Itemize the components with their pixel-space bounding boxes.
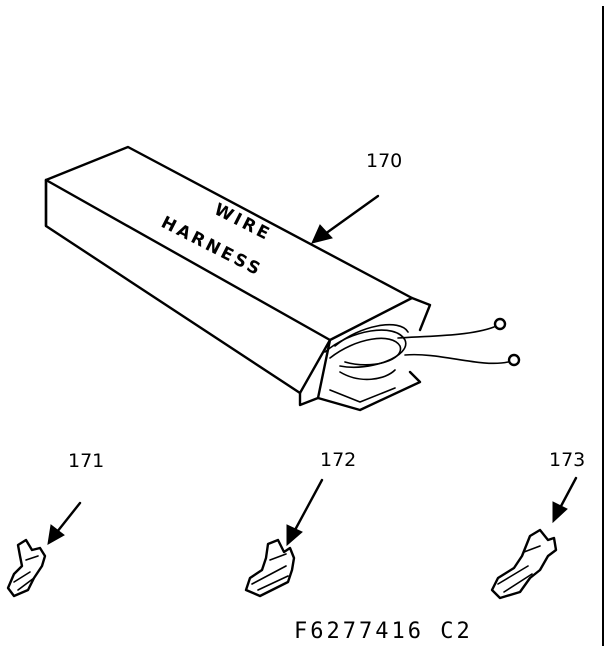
terminal-172-icon (244, 538, 296, 598)
callout-label-172: 172 (320, 449, 356, 471)
ring-terminal-icon (507, 353, 521, 367)
ring-terminal-icon (493, 317, 507, 331)
terminal-171-icon (6, 538, 47, 598)
callout-arrow-173 (552, 476, 578, 524)
callout-arrow-172 (286, 478, 324, 547)
box-text-wire: WIRE (211, 200, 275, 246)
terminal-173-icon (490, 528, 558, 600)
wire-harness-box: WIRE HARNESS (44, 145, 521, 412)
callout-label-173: 173 (549, 449, 585, 471)
callout-label-171: 171 (68, 450, 104, 472)
callout-arrow-171 (47, 501, 82, 545)
figure-code: F6277416 C2 (294, 619, 473, 644)
callout-label-170: 170 (366, 150, 402, 172)
callout-arrow-170 (311, 194, 380, 244)
